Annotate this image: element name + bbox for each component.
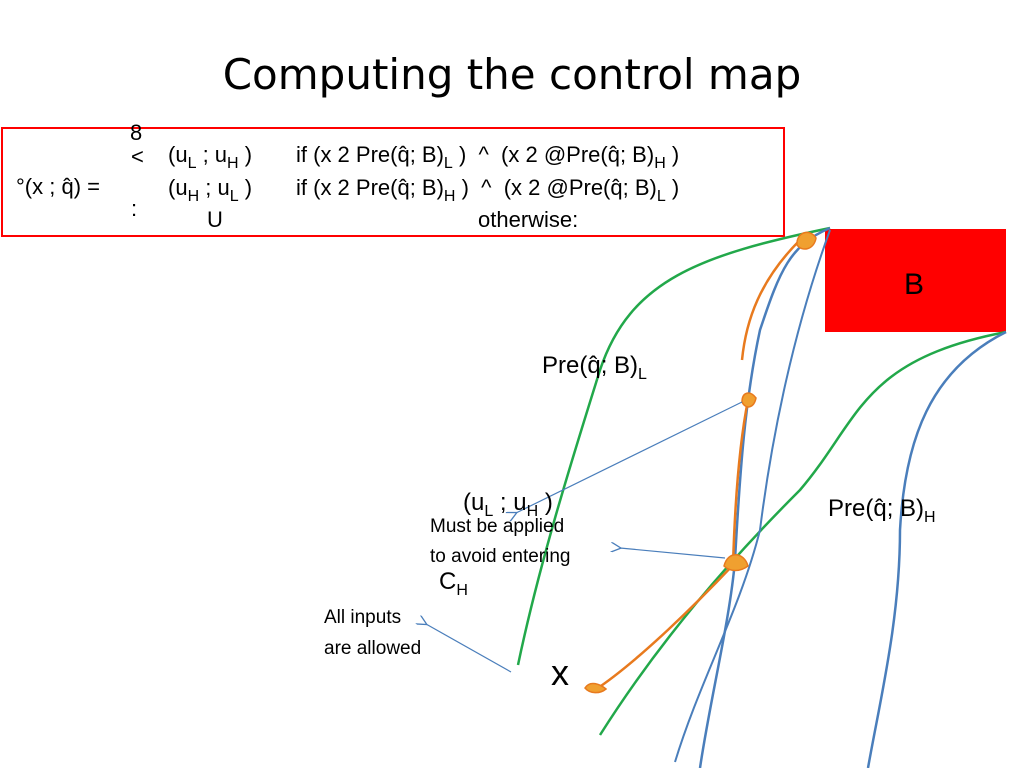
pre-l-boundary-curve (516, 226, 831, 666)
trajectory-upper (740, 239, 801, 361)
must-text-line1: Must be applied (430, 516, 565, 537)
brace-top: 8 (130, 120, 143, 145)
pre-h-label: Pre(q̂; B)H (828, 495, 936, 526)
all-inputs-line2: are allowed (324, 638, 422, 659)
start-marker (584, 682, 608, 694)
brace-bot: : (131, 196, 138, 221)
must-text-line2: to avoid entering (430, 546, 571, 567)
pre-h-curve (866, 330, 1007, 768)
pre-h-boundary-curve (598, 330, 1007, 736)
row2-condition: if (x 2 Pre(q̂; B)H ) ^ (x 2 @Pre(q̂; B)… (296, 175, 680, 205)
arrow-to-must (620, 548, 726, 559)
brace-mid: < (131, 144, 144, 169)
row3-value: U (207, 207, 223, 232)
pre-l-inner-curve (698, 226, 831, 768)
pre-l-label: Pre(q̂; B)L (542, 352, 647, 383)
arrow-to-control (516, 401, 743, 513)
row1-condition: if (x 2 Pre(q̂; B)L ) ^ (x 2 @Pre(q̂; B)… (296, 142, 680, 172)
target-set-b (825, 229, 1006, 332)
formula-box (1, 127, 785, 237)
page-title: Computing the control map (222, 50, 802, 99)
control-label: (uL ; uH ) (463, 489, 553, 520)
arrow-to-all-inputs (426, 624, 512, 673)
row3-condition: otherwise: (478, 207, 579, 232)
trajectory-lower (594, 399, 750, 692)
state-x-label: x (551, 652, 569, 693)
row2-value: (uH ; uL ) (168, 175, 253, 205)
all-inputs-line1: All inputs (324, 607, 402, 628)
formula-lhs: °(x ; q̂) = (16, 174, 100, 199)
pre-l-outer-curve (674, 229, 831, 763)
switch-marker (723, 554, 749, 572)
end-marker (796, 231, 817, 250)
target-label: B (904, 268, 925, 301)
mid-marker (741, 392, 757, 408)
ch-label: CH (439, 568, 468, 599)
row1-value: (uL ; uH ) (168, 142, 253, 172)
